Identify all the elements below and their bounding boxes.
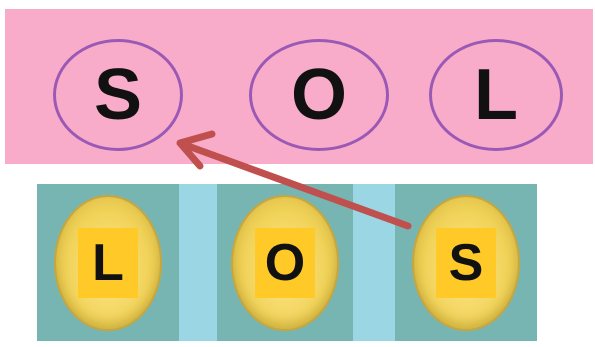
scrambled-tiles-panel: L O S — [37, 184, 537, 341]
tile-letter-2: O — [265, 237, 305, 289]
letter-button-1[interactable]: L — [56, 197, 160, 329]
target-letter-3: L — [474, 59, 518, 131]
target-letter-1: S — [94, 59, 142, 131]
letter-tile-3[interactable]: S — [395, 184, 537, 341]
letter-button-2[interactable]: O — [233, 197, 337, 329]
letter-button-3[interactable]: S — [414, 197, 518, 329]
target-word-panel: S O L — [5, 9, 593, 164]
target-letter-ring-1: S — [53, 39, 183, 151]
letter-label-1: L — [78, 228, 138, 298]
letter-label-2: O — [255, 228, 315, 298]
letter-tile-2[interactable]: O — [217, 184, 353, 341]
target-letter-ring-3: L — [429, 39, 563, 151]
tile-letter-1: L — [92, 237, 124, 289]
letter-tile-1[interactable]: L — [37, 184, 179, 341]
tile-letter-3: S — [449, 237, 484, 289]
target-letter-2: O — [291, 59, 347, 131]
target-letter-ring-2: O — [249, 39, 389, 151]
letter-label-3: S — [436, 228, 496, 298]
